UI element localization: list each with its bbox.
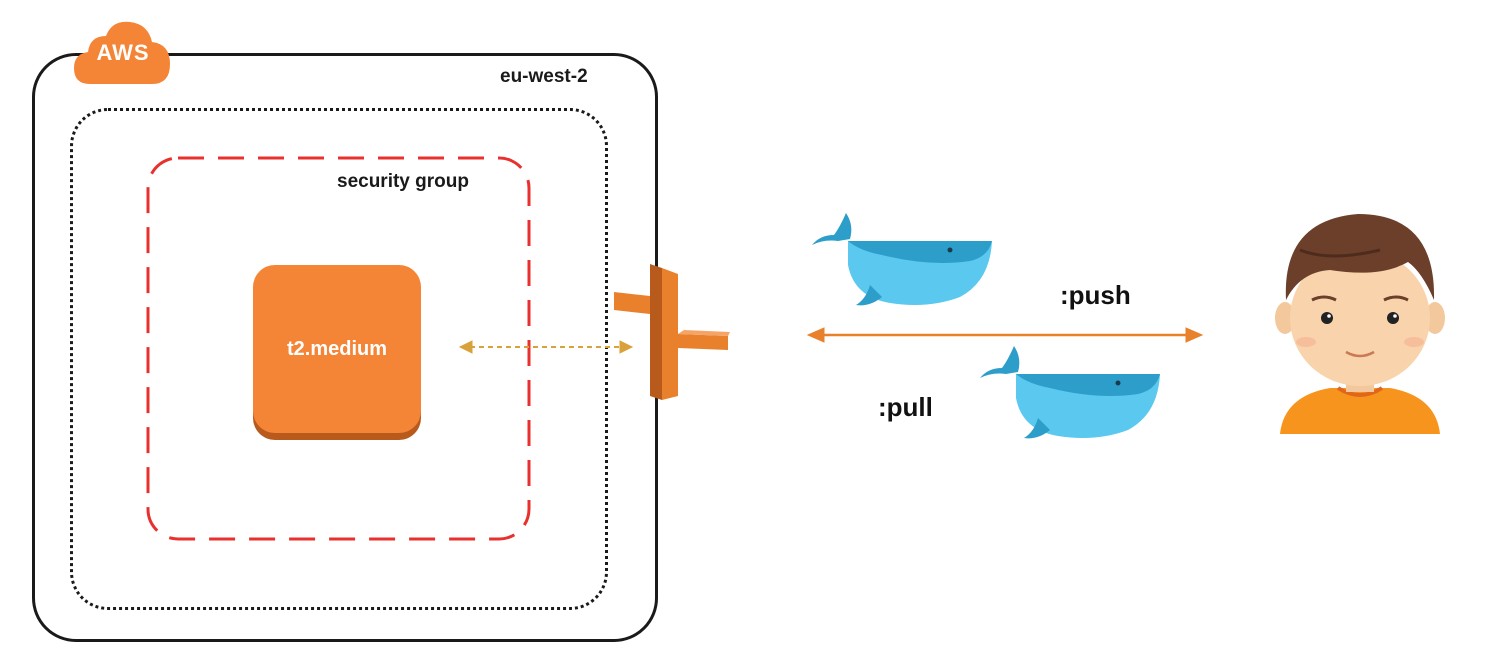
region-label: eu-west-2 (500, 66, 588, 87)
instance-gateway-link (458, 340, 634, 354)
vpc-boundary (70, 108, 608, 610)
docker-whale-pull-icon (980, 346, 1160, 439)
ec2-instance: t2.medium (253, 265, 421, 433)
instance-label: t2.medium (286, 337, 388, 360)
docker-whale-push-icon (812, 213, 992, 306)
aws-cloud-icon (74, 21, 170, 84)
push-label: :push (1060, 280, 1131, 310)
push-pull-arrow (806, 327, 1204, 343)
aws-badge-label: AWS (96, 40, 150, 65)
internet-gateway-icon (614, 264, 730, 400)
pull-label: :pull (878, 392, 933, 422)
user-avatar-icon (1275, 214, 1445, 434)
security-group-label: security group (337, 171, 469, 192)
security-group-boundary (146, 156, 531, 541)
